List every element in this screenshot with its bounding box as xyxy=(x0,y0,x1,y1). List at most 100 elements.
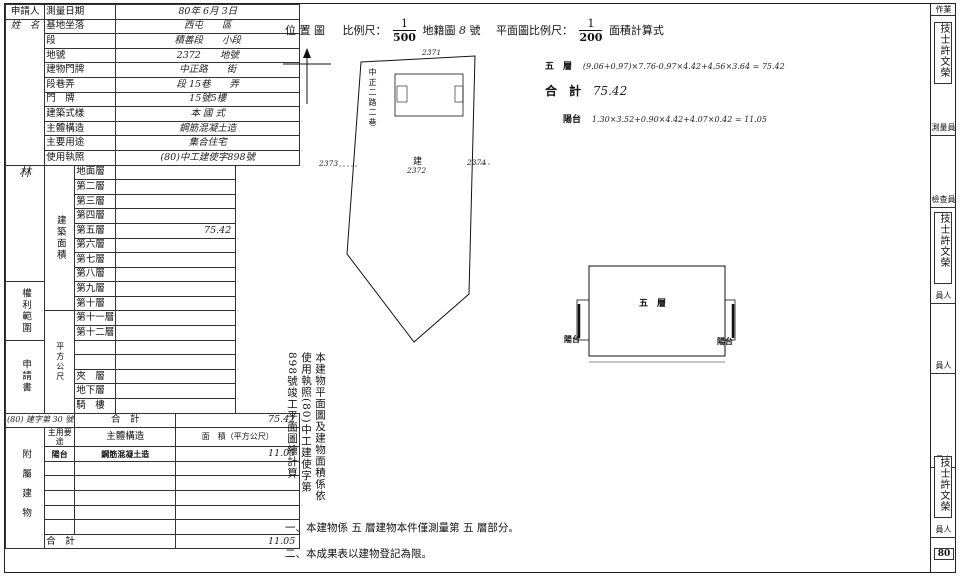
form-field-label: 使用執照 xyxy=(44,149,117,166)
floor-area xyxy=(115,281,237,297)
annex-use xyxy=(44,475,76,491)
floor-area xyxy=(115,310,237,327)
floor-area xyxy=(115,295,237,312)
unit-label: 平方公尺 xyxy=(44,310,76,414)
annex-use: 陽台 xyxy=(44,446,76,462)
floor-row: 第三層 xyxy=(6,193,300,210)
annex-struct: 鋼筋混凝土造 xyxy=(74,446,177,462)
road-label: 中正二路二巷 xyxy=(368,68,377,128)
floor-row: 權利範圍第九層 xyxy=(4,281,300,341)
annex-use xyxy=(44,460,76,477)
applicant-name-cell: 林 xyxy=(4,164,46,283)
strip-label-2: 檢查員 xyxy=(931,194,956,208)
floor-row: 第十層 xyxy=(6,295,300,312)
floor-name: 地下層 xyxy=(74,383,117,400)
form-row: 建築式樣本 國 式 xyxy=(6,106,301,122)
annex-row xyxy=(6,519,301,535)
annex-struct xyxy=(74,504,177,521)
floor-area xyxy=(115,193,237,210)
lot-no: 2372 xyxy=(407,166,427,175)
floor-row: 地下層 xyxy=(6,383,300,400)
balcony-right-rect xyxy=(724,299,736,341)
form-field-label: 基地坐落 xyxy=(44,18,117,35)
floor-area xyxy=(115,266,237,283)
form-row: 主要用途集合住宅 xyxy=(6,135,301,151)
floor5-formula-row: 五 層 (9.06+0.97)×7.76-0.97×4.42+4.56×3.64… xyxy=(545,59,785,72)
total-label: 合 計 xyxy=(545,84,582,98)
floor5-label: 五 層 xyxy=(545,62,573,72)
form-field-label: 建築式樣 xyxy=(44,106,117,122)
form-row: 主體構造鋼筋混凝土造 xyxy=(6,120,301,137)
floor-area xyxy=(115,208,237,224)
floor-name: 第三層 xyxy=(74,193,117,210)
floor-name: 第十一層 xyxy=(74,310,117,327)
annex-row xyxy=(6,504,301,521)
floor-area xyxy=(115,354,237,370)
annex-label: 附屬建物 xyxy=(4,427,46,550)
floor-area: 75.42 xyxy=(115,222,237,239)
floor-name xyxy=(74,339,117,356)
floor-name xyxy=(74,354,117,370)
floor-name: 第十層 xyxy=(74,295,117,312)
rights-scope-cell: 權利範圍 xyxy=(4,281,46,341)
parcel-num-right: 2374 xyxy=(467,158,487,167)
form-field-label: 測量日期 xyxy=(44,4,117,20)
balcony-label: 陽台 xyxy=(563,115,582,125)
form-row: 段積善段 小段 xyxy=(6,33,301,49)
form-row: 段巷弄段 15巷 弄 xyxy=(6,76,301,93)
lot-label: 建 xyxy=(413,157,423,167)
form-row: 姓 名基地坐落西屯 區 xyxy=(4,18,301,166)
floor-name: 第五層 xyxy=(74,222,117,239)
applicant-doc-cell: 申請書 xyxy=(4,339,46,414)
annex-struct xyxy=(74,490,177,506)
floor-area xyxy=(115,179,237,195)
plan-scale-label: 平面圖比例尺： xyxy=(495,24,573,37)
floor-area xyxy=(115,325,237,341)
annex-struct xyxy=(74,475,177,491)
north-arrow-head xyxy=(303,48,311,58)
note-1: 一、本建物係 五 層建物本件僅測量第 五 層部分。 xyxy=(285,522,519,534)
stamp-1: 技士許文榮 xyxy=(934,212,952,284)
annex-use xyxy=(44,519,76,535)
form-field-label: 主要用途 xyxy=(44,135,117,151)
annex-use-header: 主用要途 xyxy=(44,427,76,448)
floor-area xyxy=(115,368,237,385)
floor-name: 第十二層 xyxy=(74,325,117,341)
floor-name: 第六層 xyxy=(74,237,117,254)
floor-row: 平方公尺第十一層 xyxy=(6,310,300,414)
floor-row: 第六層 xyxy=(6,237,300,254)
floor-name: 夾 層 xyxy=(74,368,117,385)
floor-name: 第八層 xyxy=(74,266,117,283)
cadastral-label: 地籍圖 xyxy=(422,24,456,37)
balcony-formula: 1.30×3.52+0.90×4.42+4.07×0.42 = 11.05 xyxy=(591,115,767,124)
annex-struct xyxy=(74,519,177,535)
footprint-notch-right xyxy=(454,85,464,103)
location-label: 位 置 圖 xyxy=(285,24,325,37)
floor-row: 申請書 xyxy=(4,339,300,414)
cadastral-suffix: 號 xyxy=(469,24,481,37)
floor-area xyxy=(115,164,237,181)
floor-area xyxy=(115,398,237,414)
stamp-0: 技士許文榮 xyxy=(934,22,952,84)
parcel-num-left: 2373 xyxy=(319,159,339,168)
annex-use xyxy=(44,504,76,521)
floors-label: 建築面積 xyxy=(44,164,76,312)
floor-row: 林建築面積地面層 xyxy=(4,164,300,312)
strip-label-1: 測量員 xyxy=(931,122,956,136)
form-field-label: 段 xyxy=(44,33,117,49)
floor-name: 第二層 xyxy=(74,179,117,195)
form-field-label: 地號 xyxy=(44,47,117,64)
page-number: 80 xyxy=(934,548,954,560)
annex-header-row: 附屬建物主用要途主體構造面 積（平方公尺） xyxy=(4,427,301,550)
annex-total-area: 11.05 xyxy=(175,533,301,550)
form-field-label: 建物門牌 xyxy=(44,62,117,78)
parcel-outline xyxy=(346,55,476,343)
